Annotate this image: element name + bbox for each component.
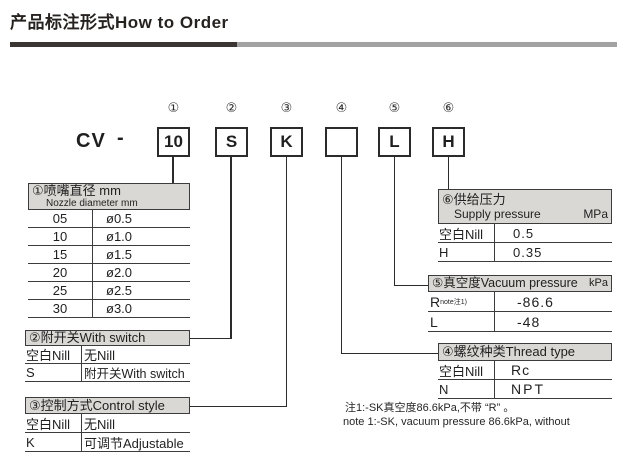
value-cell: ø1.5 [106,247,133,262]
connector-line-3-h [190,405,286,407]
code-cell: 10 [28,228,93,245]
vacuum-code-r: R [430,293,441,310]
code-box-control: K [270,127,303,157]
connector-line-5-h [394,284,428,286]
footnote: 注1:-SK真空度86.6kPa,不带 “R” 。 note 1:-SK, va… [343,402,570,429]
circled-number-1: ① [167,100,180,115]
value-cell: -48 [517,313,541,330]
table-supply-title-cn: ⑥供给压力 [442,192,506,207]
table-row: N NPT [438,380,612,399]
connector-line-4-v [340,157,342,354]
table-supply-header: ⑥供给压力 Supply pressure MPa [438,189,612,224]
circled-number-5: ⑤ [388,100,401,115]
table-row: 10 ø1.0 [28,228,190,246]
table-row: 05 ø0.5 [28,210,190,228]
value-cell: 0.5 [513,225,535,241]
table-vacuum-title: ⑤真空度Vacuum pressure [432,276,578,290]
value-cell: 可调节Adjustable [84,435,184,451]
value-cell: 0.35 [513,244,543,260]
value-cell: 附开关With switch [84,367,185,381]
title-rule-dark [10,42,237,47]
table-row: 空白Nill 无Nill [25,346,190,364]
value-cell: ø3.0 [106,301,133,316]
value-cell: ø0.5 [106,211,133,226]
code-box-switch: S [215,127,248,157]
circled-number-3: ③ [280,100,293,115]
table-row: 15 ø1.5 [28,246,190,264]
vacuum-code-r-note: note注1) [440,298,467,306]
model-dash: - [117,127,124,149]
value-cell: ø1.0 [106,229,133,244]
code-cell: 05 [28,210,93,227]
table-switch-header: ②附开关With switch [25,330,190,346]
code-box-thread [325,127,358,157]
table-row: 空白Nill 0.5 [438,224,612,243]
footnote-line-en: note 1:-SK, vacuum pressure 86.6kPa, wit… [343,415,570,428]
table-row: 空白Nill Rc [438,361,612,380]
table-nozzle-header: ①喷嘴直径 mm Nozzle diameter mm [28,183,190,210]
title-rule-gray [237,42,617,47]
code-cell: 15 [28,246,93,263]
code-cell: L [428,312,495,331]
value-cell: ø2.5 [106,283,133,298]
table-supply-unit: MPa [583,207,608,221]
footnote-line-cn: 注1:-SK真空度86.6kPa,不带 “R” 。 [345,402,515,414]
code-cell: 30 [28,300,93,317]
circled-number-2: ② [225,100,238,115]
table-row: 20 ø2.0 [28,264,190,282]
model-prefix: CV [76,130,106,152]
code-cell: 空白Nill [25,346,82,363]
circled-number-4: ④ [335,100,348,115]
table-nozzle-diameter: ①喷嘴直径 mm Nozzle diameter mm 05 ø0.5 10 ø… [28,183,190,318]
table-nozzle-title-cn: ①喷嘴直径 mm [32,183,121,198]
table-vacuum-header: ⑤真空度Vacuum pressure kPa [428,275,612,292]
code-box-vacuum: L [378,127,411,157]
table-thread-header: ④螺纹种类Thread type [438,343,612,361]
value-cell: 无Nill [84,416,116,432]
code-cell: N [438,380,495,398]
connector-line-2-h [190,337,231,339]
table-supply-pressure: ⑥供给压力 Supply pressure MPa 空白Nill 0.5 H 0… [438,189,612,262]
page-title: 产品标注形式How to Order [10,13,229,32]
connector-line-6 [447,157,449,190]
table-thread-type: ④螺纹种类Thread type 空白Nill Rc N NPT [438,343,612,399]
connector-line-2-v [230,157,232,339]
value-cell: -86.6 [517,293,554,310]
connector-line-4-h [341,352,438,354]
value-cell: 无Nill [84,348,116,363]
table-row: 30 ø3.0 [28,300,190,318]
connector-line-5-v [393,157,395,286]
code-cell: 空白Nill [25,414,82,432]
table-with-switch: ②附开关With switch 空白Nill 无Nill S 附开关With s… [25,330,190,382]
code-cell: K [25,433,82,451]
table-row: S 附开关With switch [25,364,190,382]
code-box-nozzle: 10 [157,127,190,157]
code-box-supply: H [432,127,465,157]
table-nozzle-title-en: Nozzle diameter mm [46,198,138,209]
code-cell: 20 [28,264,93,281]
table-row: H 0.35 [438,243,612,262]
code-cell: 空白Nill [438,224,495,242]
circled-number-6: ⑥ [442,100,455,115]
code-cell: 25 [28,282,93,299]
value-cell: ø2.0 [106,265,133,280]
code-cell: 空白Nill [438,361,495,379]
value-cell: NPT [511,381,545,397]
code-cell: H [438,243,495,261]
table-supply-title-en: Supply pressure [454,207,541,221]
code-cell: S [25,364,82,381]
connector-line-1 [172,157,174,183]
connector-line-3-v [285,157,287,407]
table-row: L -48 [428,312,612,332]
table-row: 25 ø2.5 [28,282,190,300]
value-cell: Rc [511,362,531,378]
table-row: K 可调节Adjustable [25,433,190,452]
table-control-header: ③控制方式Control style [25,397,190,414]
table-row: 空白Nill 无Nill [25,414,190,433]
table-control-style: ③控制方式Control style 空白Nill 无Nill K 可调节Adj… [25,397,190,452]
table-vacuum-unit: kPa [589,277,608,289]
